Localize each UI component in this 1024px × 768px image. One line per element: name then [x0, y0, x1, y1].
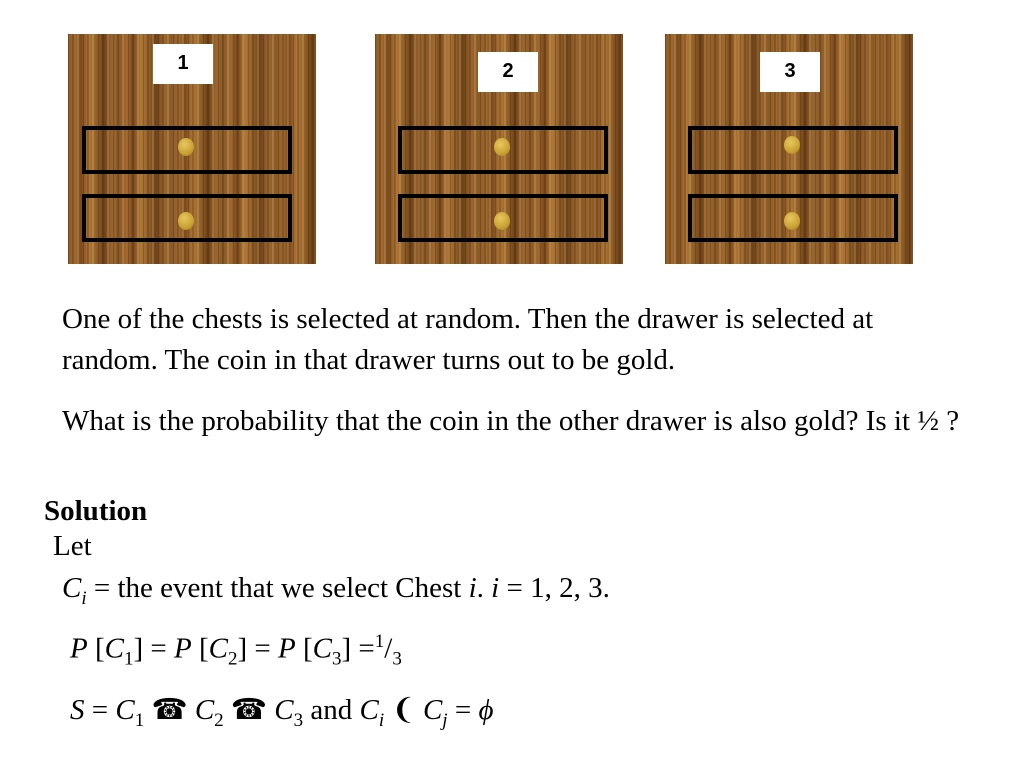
var-C: C — [62, 572, 82, 604]
coin-knob-icon — [178, 138, 194, 156]
drawer-top — [82, 126, 292, 174]
union-symbol-icon: ☎ — [144, 694, 195, 726]
var-P: P — [278, 632, 296, 665]
var-P: P — [174, 632, 192, 665]
definition-text: = the event that we select Chest — [86, 572, 469, 604]
event-definition: Ci = the event that we select Chest i. i… — [62, 572, 610, 610]
fraction-denominator: 3 — [392, 648, 402, 670]
var-C: C — [115, 694, 135, 726]
let-text: Let — [53, 530, 92, 562]
drawer-bottom — [688, 194, 898, 242]
var-i: i — [491, 572, 500, 604]
var-C: C — [208, 632, 228, 665]
var-C: C — [312, 632, 332, 665]
question-paragraph: What is the probability that the coin in… — [62, 405, 960, 437]
var-C: C — [274, 694, 294, 726]
coin-knob-icon — [178, 212, 194, 230]
var-C: C — [359, 694, 379, 726]
var-C: C — [422, 694, 443, 726]
range-text: = 1, 2, 3. — [499, 572, 610, 604]
var-P: P — [70, 632, 88, 665]
sample-space-equation: S = C1 ☎ C2 ☎ C3 and Ci ❨ Cj = ϕ — [70, 694, 494, 731]
union-symbol-icon: ☎ — [223, 694, 275, 726]
coin-knob-icon — [784, 136, 800, 154]
solution-heading: Solution — [44, 495, 148, 527]
drawer-bottom — [398, 194, 608, 242]
probability-equation: P [C1] = P [C2] = P [C3] =1/3 — [70, 631, 402, 670]
fraction-numerator: 1 — [374, 631, 385, 652]
coin-knob-icon — [494, 138, 510, 156]
coin-knob-icon — [784, 212, 800, 230]
var-S: S — [70, 694, 85, 726]
drawer-top — [398, 126, 608, 174]
chest-label-1: 1 — [153, 44, 213, 84]
drawer-bottom — [82, 194, 292, 242]
var-C: C — [194, 694, 215, 726]
drawer-top — [688, 126, 898, 174]
coin-knob-icon — [494, 212, 510, 230]
intersection-symbol-icon: ❨ — [384, 694, 423, 726]
empty-set-symbol: ϕ — [478, 694, 494, 726]
var-C: C — [104, 632, 124, 665]
sub-i: i — [81, 587, 87, 609]
var-i: i — [468, 572, 477, 604]
chest-label-2: 2 — [478, 52, 538, 92]
punct: . — [476, 572, 492, 604]
problem-paragraph: One of the chests is selected at random.… — [62, 303, 874, 376]
chest-label-3: 3 — [760, 52, 820, 92]
